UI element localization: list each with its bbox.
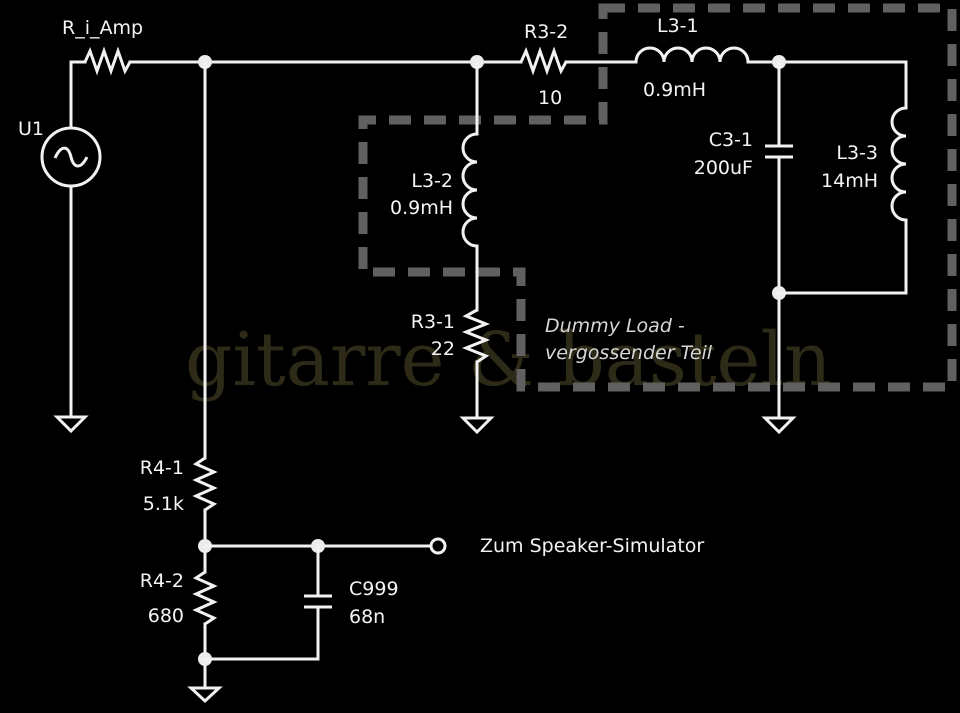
resistor-r4-2[interactable]: R4-2 680 <box>140 570 218 627</box>
component-value-label: 680 <box>148 605 184 627</box>
component-ref-label: R4-2 <box>140 570 184 592</box>
sine-wave-icon <box>53 146 89 168</box>
inductor-icon <box>461 132 478 248</box>
component-value-label: 5.1k <box>143 493 184 515</box>
wire <box>203 605 320 661</box>
capacitor-icon <box>765 144 793 159</box>
component-ref-label: R3-1 <box>411 311 455 333</box>
inductor-l3-1[interactable]: L3-1 0.9mH <box>634 15 750 101</box>
ground-icon <box>459 416 495 435</box>
dummy-load-note-line1: Dummy Load - <box>545 315 685 337</box>
resistor-icon <box>461 308 491 364</box>
component-value-label: 0.9mH <box>643 79 706 101</box>
component-ref-label: R_i_Amp <box>62 17 143 39</box>
wire <box>777 218 908 295</box>
component-ref-label: L3-2 <box>411 170 453 192</box>
source-u1[interactable]: U1 <box>18 60 102 434</box>
capacitor-c999[interactable]: C999 68n <box>304 578 399 628</box>
resistor-icon <box>192 570 218 626</box>
component-value-label: 14mH <box>821 170 878 192</box>
component-ref-label: U1 <box>18 118 44 140</box>
resistor-r4-1[interactable]: R4-1 5.1k <box>140 456 218 515</box>
resistor-icon <box>519 46 568 76</box>
component-ref-label: C999 <box>349 578 399 600</box>
ground-icon <box>53 415 89 434</box>
component-ref-label: C3-1 <box>709 129 753 151</box>
capacitor-c3-1[interactable]: C3-1 200uF <box>694 129 793 179</box>
resistor-icon <box>83 46 132 76</box>
component-ref-label: L3-3 <box>836 142 878 164</box>
inductor-l3-2[interactable]: L3-2 0.9mH <box>390 132 478 248</box>
component-value-label: 22 <box>431 338 455 360</box>
inductor-icon <box>634 46 750 63</box>
component-value-label: 68n <box>349 606 385 628</box>
output-label: Zum Speaker-Simulator <box>480 535 704 557</box>
component-ref-label: R4-1 <box>140 457 184 479</box>
inductor-icon <box>890 106 907 222</box>
resistor-r3-1[interactable]: R3-1 22 <box>411 308 491 364</box>
resistor-r-i-amp[interactable]: R_i_Amp <box>62 17 143 76</box>
component-ref-label: L3-1 <box>657 15 699 37</box>
component-value-label: 200uF <box>694 157 753 179</box>
resistor-r3-2[interactable]: R3-2 10 <box>519 21 568 109</box>
inductor-l3-3[interactable]: L3-3 14mH <box>821 106 907 222</box>
component-value-label: 10 <box>538 87 562 109</box>
dummy-load-note-line2: vergossender Teil <box>545 342 713 364</box>
wire <box>746 60 908 110</box>
resistor-icon <box>192 456 218 512</box>
output-terminal-icon[interactable] <box>429 537 447 555</box>
ground-icon <box>761 416 797 435</box>
component-value-label: 0.9mH <box>390 197 453 219</box>
ground-icon <box>187 686 223 704</box>
capacitor-icon <box>304 594 332 609</box>
dummy-load-boundary <box>358 3 957 392</box>
component-ref-label: R3-2 <box>524 21 568 43</box>
